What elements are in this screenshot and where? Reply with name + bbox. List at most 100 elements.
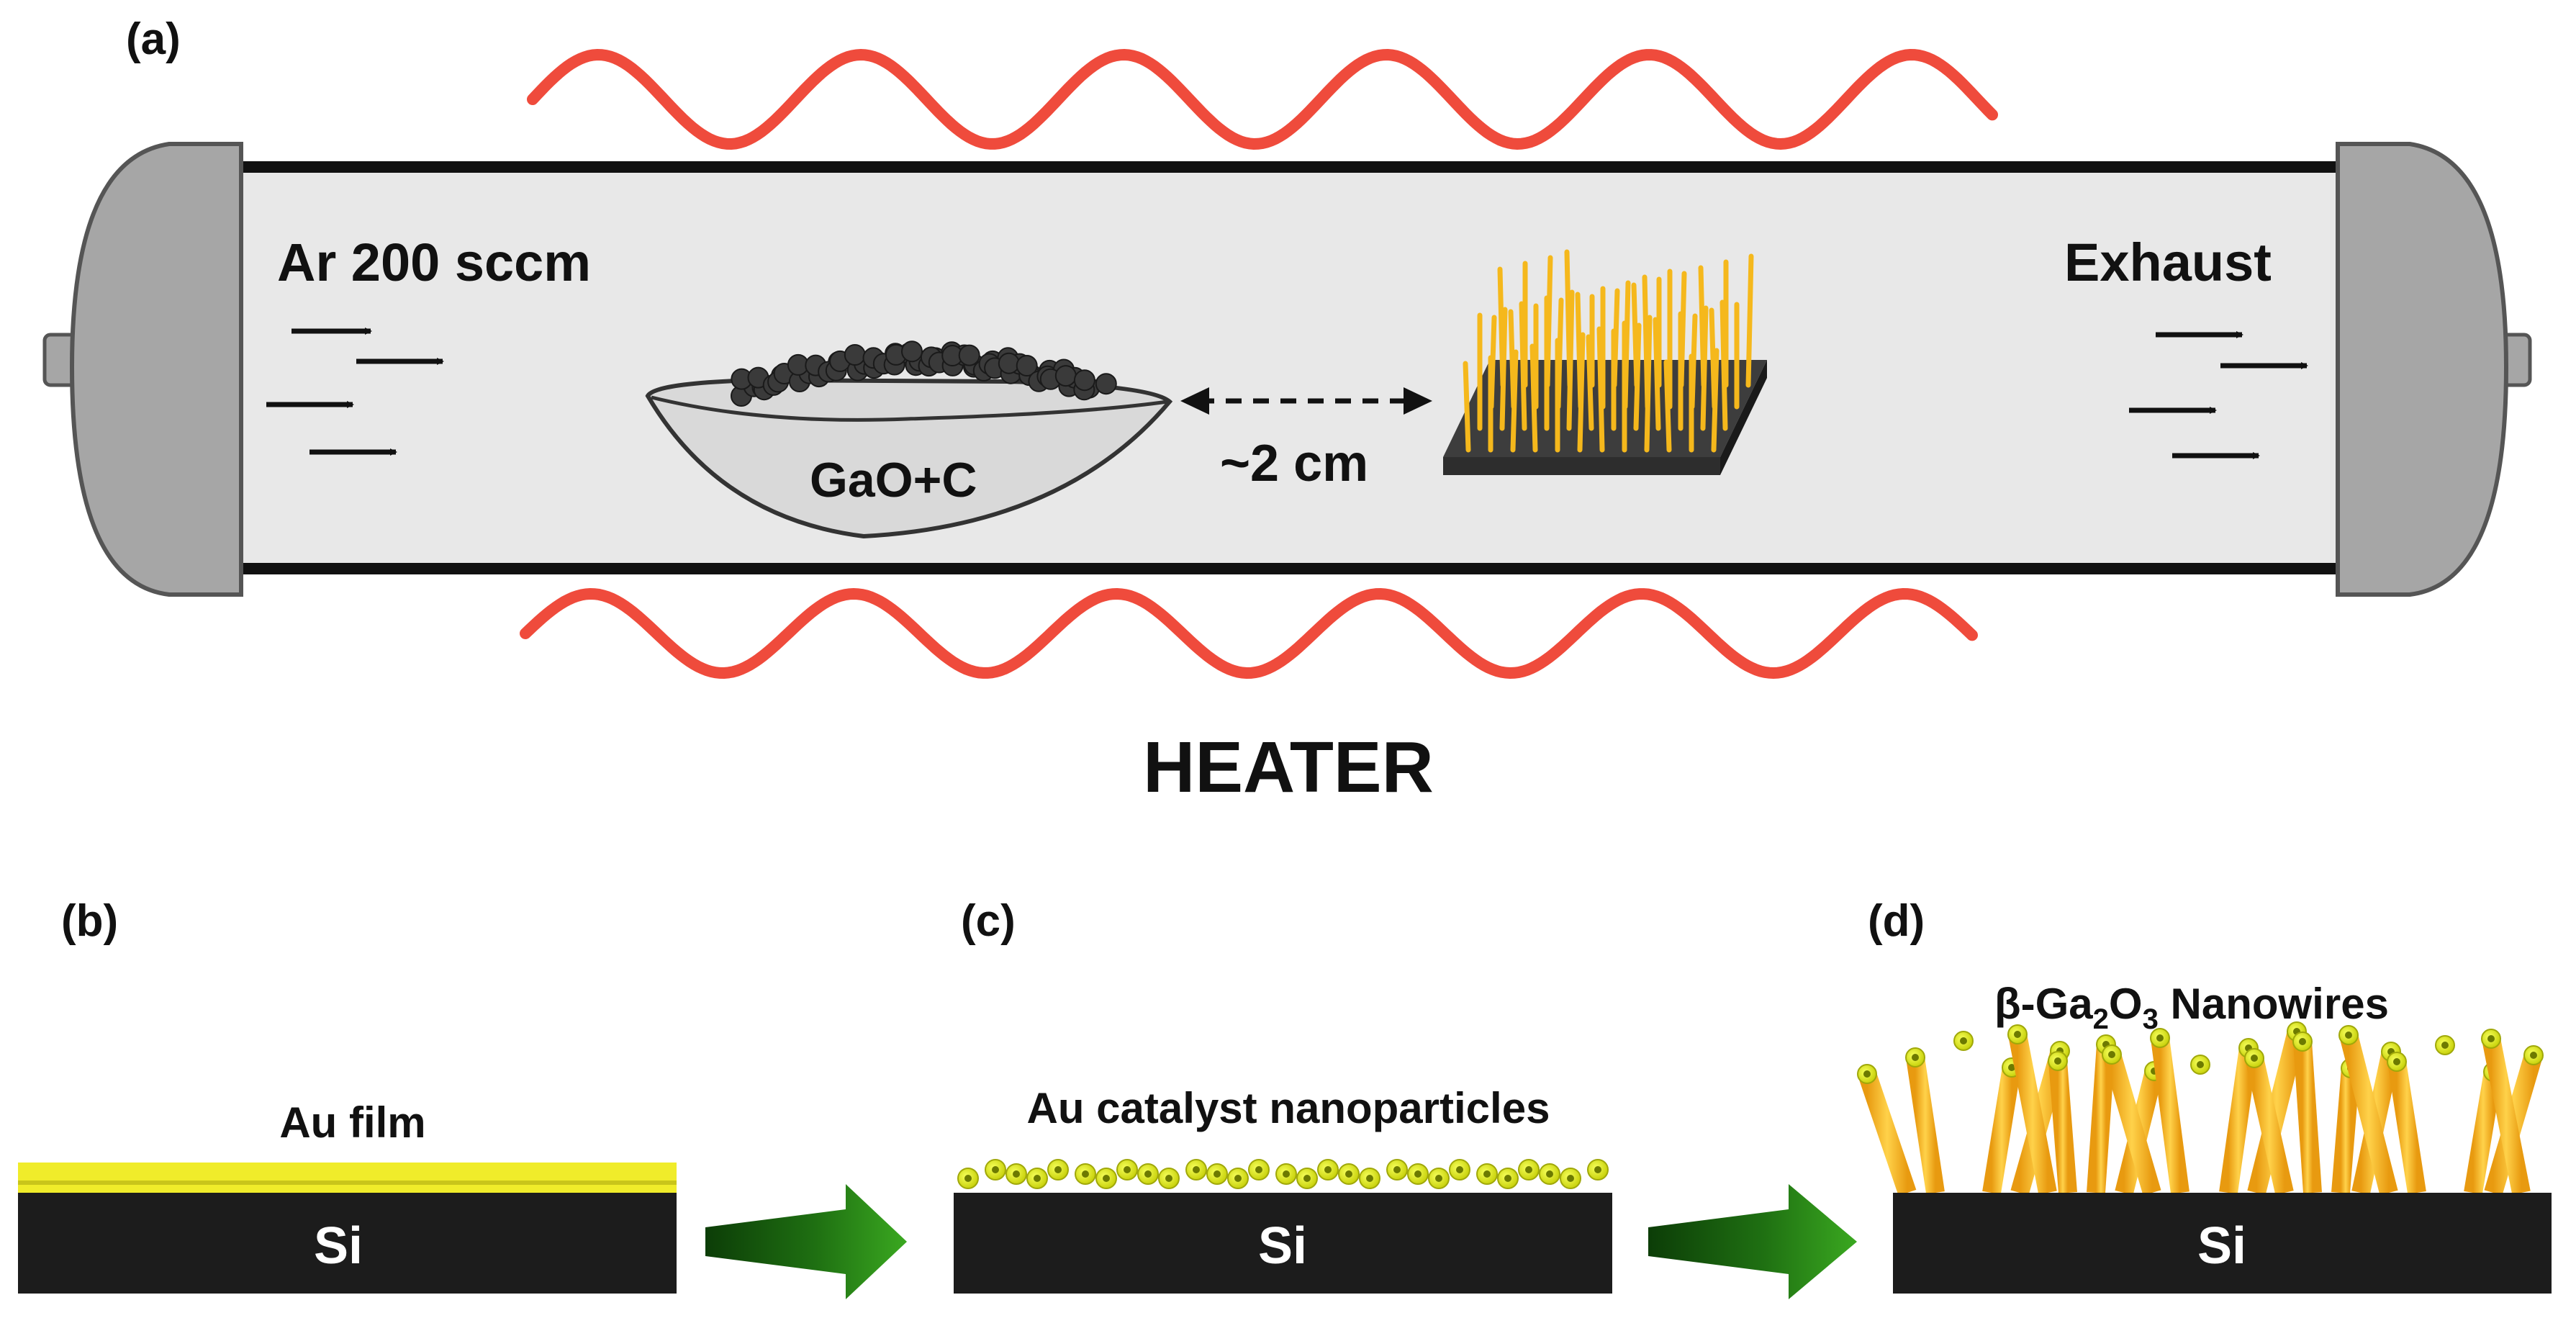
au-nanoparticle-core (1034, 1175, 1041, 1182)
tube-nanowires (1463, 249, 1754, 453)
ga2o3-nanowire (2219, 1047, 2258, 1194)
au-nanoparticle-core (1082, 1170, 1089, 1178)
ga2o3-nanowire (2087, 1044, 2115, 1193)
ga2o3-nanowire (2048, 1060, 2077, 1193)
nanowire-catalyst-core (2008, 1064, 2015, 1071)
au-nanoparticle-core (1366, 1175, 1373, 1182)
au-nanoparticles (957, 1159, 1609, 1189)
tube-bottom-wall (238, 563, 2343, 574)
au-nanoparticle-core (1013, 1170, 1020, 1178)
tube-nanowire (1586, 334, 1594, 431)
au-nanoparticle-core (992, 1166, 999, 1173)
right-end-cap (2336, 142, 2532, 597)
ga2o3-nanowire (2339, 1032, 2398, 1196)
nanowire-catalyst-core (2299, 1038, 2306, 1045)
au-nanoparticle-core (1255, 1166, 1262, 1173)
nanowire-catalyst-core (2054, 1057, 2061, 1065)
tube-nanowire (1700, 305, 1709, 431)
nanowire-catalyst-core (2393, 1058, 2400, 1065)
ga2o3-nanowire (2464, 1070, 2503, 1195)
powder-grain (1073, 369, 1095, 392)
distance-arrow (1180, 387, 1432, 415)
tube-top-wall (238, 161, 2343, 173)
ga2o3-nanowire (2151, 1037, 2189, 1194)
nanowire-catalyst-core (2487, 1035, 2495, 1042)
ga2o3-nanowire (2293, 1041, 2322, 1193)
si-label-c: Si (1258, 1217, 1307, 1275)
ga2o3-nanowire (2331, 1067, 2360, 1194)
process-arrow-1 (705, 1184, 907, 1299)
si-label-d: Si (2197, 1217, 2246, 1275)
gas-inlet-label: Ar 200 sccm (277, 233, 591, 292)
au-nanoparticle-core (1435, 1175, 1442, 1182)
au-film-layer (18, 1163, 677, 1193)
tube-nanowire (1529, 343, 1538, 453)
ga2o3-nanowire (2482, 1037, 2531, 1195)
powder-grain (1016, 355, 1038, 376)
powder-grain (1095, 373, 1117, 395)
au-nanoparticle-core (1103, 1175, 1110, 1182)
nanowire-catalyst-core (2251, 1055, 2258, 1062)
au-nanoparticle-core (964, 1175, 972, 1182)
distance-label: ~2 cm (1220, 435, 1368, 492)
au-nanoparticle-core (1234, 1175, 1242, 1182)
tube-nanowire (1596, 326, 1605, 453)
panel-d-label: (d) (1868, 896, 1925, 946)
nanowire-catalyst-core (2441, 1042, 2449, 1049)
tube-nanowire (1711, 348, 1719, 453)
si-substrate-d (1893, 1193, 2552, 1294)
au-nanoparticle-core (1283, 1170, 1290, 1178)
au-nanoparticle-core (1456, 1166, 1463, 1173)
nanowire-catalyst-core (2108, 1051, 2115, 1058)
si-label-b: Si (314, 1217, 363, 1275)
growth-substrate (1443, 249, 1767, 475)
au-nanoparticle-core (1594, 1166, 1601, 1173)
exhaust-label: Exhaust (2064, 233, 2272, 292)
inlet-flow-arrows (266, 328, 444, 456)
au-nanoparticle-core (1303, 1175, 1311, 1182)
au-nanoparticle-core (1414, 1170, 1422, 1178)
tube-nanowire (1510, 349, 1519, 453)
tube-nanowire (1519, 301, 1527, 431)
powder-grain (998, 352, 1020, 374)
au-nanoparticle-core (1214, 1170, 1221, 1178)
si-substrate-b (18, 1193, 677, 1294)
ga2o3-nanowire (2387, 1060, 2426, 1194)
ga2o3-nanowire (2245, 1056, 2294, 1195)
au-nanoparticle-core (1546, 1170, 1553, 1178)
tube-nanowire (1663, 359, 1672, 453)
exhaust-flow-arrows (2129, 331, 2308, 459)
au-nanoparticle-core (1567, 1175, 1574, 1182)
ga2o3-nanowire (1858, 1070, 1917, 1196)
source-boat (645, 340, 1173, 539)
au-nanoparticle-core (1525, 1166, 1532, 1173)
ga2o3-nanowire (1906, 1056, 1945, 1194)
process-arrow-2 (1648, 1184, 1857, 1299)
au-nanoparticles-label: Au catalyst nanoparticles (1027, 1084, 1550, 1132)
tube-nanowire (1745, 253, 1754, 388)
powder-grain (1054, 365, 1077, 387)
nanowires-title: β-Ga2O3 Nanowires (1994, 980, 2389, 1035)
au-nanoparticle-core (1393, 1166, 1401, 1173)
nanowire-catalyst-core (2156, 1034, 2164, 1042)
tube-nanowire (1633, 322, 1642, 431)
heater-wave-top (527, 48, 1998, 150)
ga2o3-nanowire (2102, 1052, 2161, 1196)
panel-b-label: (b) (61, 896, 118, 946)
left-end-cap (42, 142, 243, 597)
tube-nanowire (1499, 307, 1508, 431)
au-nanoparticle-core (1324, 1166, 1332, 1173)
ga2o3-nanowire (1982, 1065, 2021, 1195)
au-film-label: Au film (279, 1098, 425, 1147)
si-substrate-c (954, 1193, 1612, 1294)
tube-body (238, 167, 2343, 569)
powder-grain (901, 340, 923, 363)
au-nanoparticle-core (1193, 1166, 1200, 1173)
tube-nanowire (1463, 361, 1471, 453)
au-nanoparticle-core (1054, 1166, 1062, 1173)
au-film-edge (18, 1181, 677, 1185)
boat-label: GaO+C (810, 453, 977, 507)
nanowire-catalyst-core (1912, 1054, 1919, 1061)
